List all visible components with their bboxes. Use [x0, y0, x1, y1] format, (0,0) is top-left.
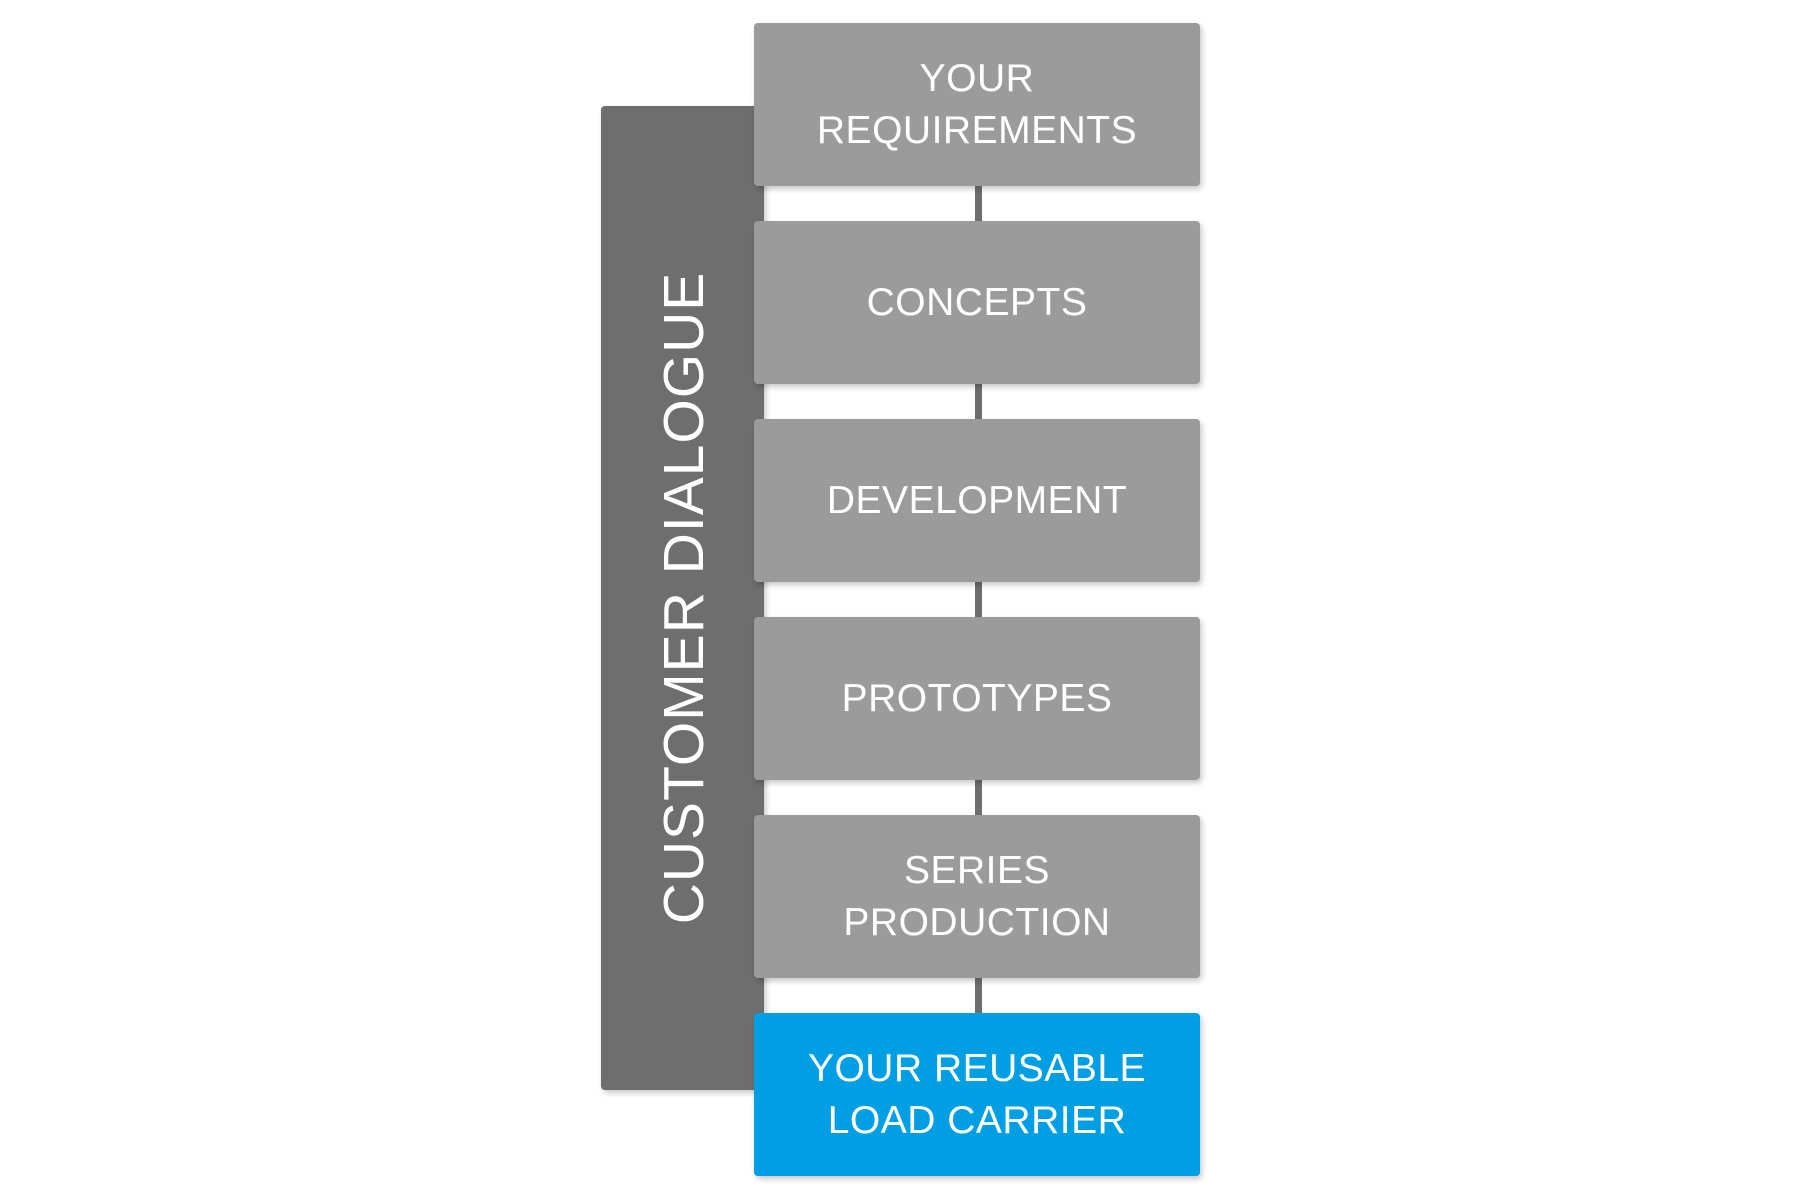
step-development: DEVELOPMENT: [754, 419, 1200, 582]
step-prototypes: PROTOTYPES: [754, 617, 1200, 780]
step-label: YOUR REQUIREMENTS: [816, 56, 1138, 152]
step-your-reusable-load-carrier: YOUR REUSABLE LOAD CARRIER: [754, 1013, 1200, 1176]
step-your-requirements: YOUR REQUIREMENTS: [754, 23, 1200, 186]
customer-dialogue-bar: [601, 106, 764, 1090]
step-series-production: SERIES PRODUCTION: [754, 815, 1200, 978]
step-label: PROTOTYPES: [841, 676, 1113, 720]
customer-dialogue-label: CUSTOMER DIALOGUE: [652, 271, 716, 925]
step-label: YOUR REUSABLE LOAD CARRIER: [807, 1046, 1147, 1142]
step-label: SERIES PRODUCTION: [843, 848, 1111, 944]
step-label: DEVELOPMENT: [826, 478, 1128, 522]
step-connector-line: [975, 160, 982, 1040]
step-concepts: CONCEPTS: [754, 221, 1200, 384]
step-label: CONCEPTS: [866, 280, 1088, 324]
